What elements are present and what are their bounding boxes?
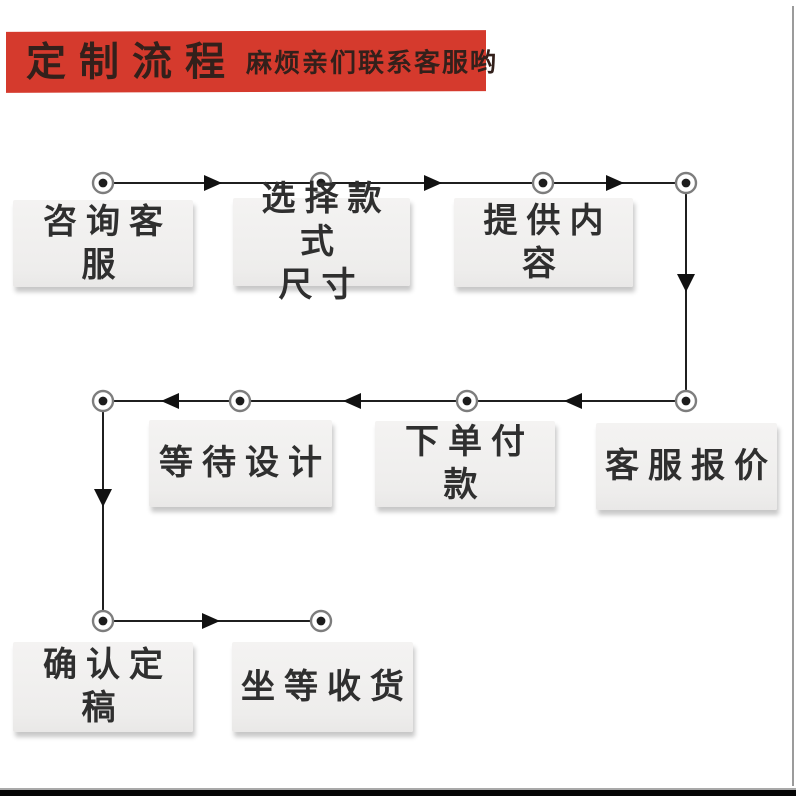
connector-node xyxy=(91,171,115,195)
step-box-confirm-draft: 确认定稿 xyxy=(13,642,193,732)
connector-node xyxy=(91,609,115,633)
step-box-service-quote: 客服报价 xyxy=(596,423,777,510)
connector-node xyxy=(309,171,333,195)
connector-node xyxy=(674,171,698,195)
connector-node xyxy=(674,389,698,413)
step-label: 坐等收货 xyxy=(241,666,413,707)
photo-bottom-black-bar xyxy=(0,788,796,796)
step-label: 选择款式 尺寸 xyxy=(261,178,391,305)
step-box-order-pay: 下单付款 xyxy=(375,421,555,507)
arrow-right-icon xyxy=(202,613,220,629)
step-box-provide-content: 提供内容 xyxy=(454,198,633,287)
arrow-right-icon xyxy=(424,175,442,191)
connector-node xyxy=(91,389,115,413)
step-box-choose-style-size: 选择款式 尺寸 xyxy=(233,179,410,305)
arrow-right-icon xyxy=(606,175,624,191)
step-label: 咨询客服 xyxy=(43,201,172,285)
step-label: 等待设计 xyxy=(159,443,331,483)
step-label: 提供内容 xyxy=(483,200,613,284)
arrow-left-icon xyxy=(343,393,361,409)
arrow-down-icon xyxy=(677,274,695,292)
step-label: 下单付款 xyxy=(405,422,534,505)
step-label: 客服报价 xyxy=(605,446,777,486)
connector-node xyxy=(531,171,555,195)
step-box-wait-design: 等待设计 xyxy=(149,420,332,507)
connector-node xyxy=(309,609,333,633)
connector-node xyxy=(228,389,252,413)
arrow-down-icon xyxy=(94,489,112,507)
photo-right-edge-line xyxy=(792,6,794,786)
step-box-consult-service: 咨询客服 xyxy=(13,200,193,287)
arrow-right-icon xyxy=(204,175,222,191)
arrow-left-icon xyxy=(161,393,179,409)
connector-node xyxy=(455,389,479,413)
flow-path xyxy=(102,182,687,622)
step-box-await-delivery: 坐等收货 xyxy=(232,642,413,732)
step-label: 确认定稿 xyxy=(43,645,172,728)
arrow-left-icon xyxy=(564,393,582,409)
